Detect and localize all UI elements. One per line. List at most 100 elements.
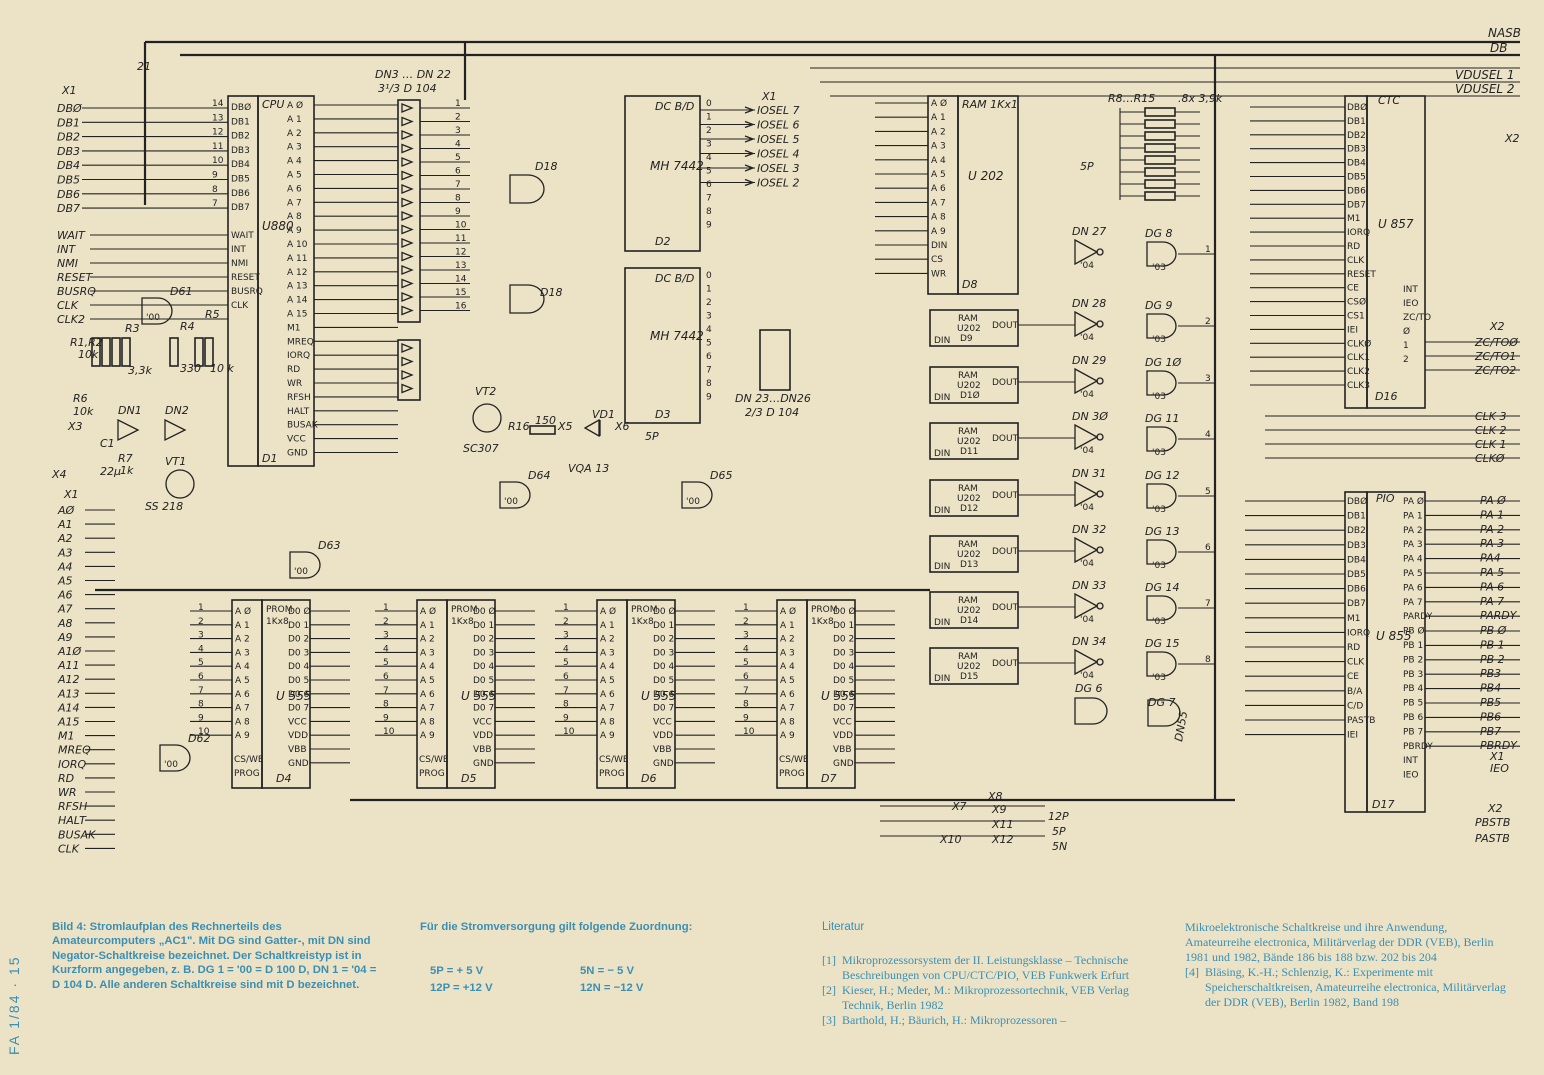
driver-triangle: [401, 383, 414, 394]
prom-addr-pin: A 4: [780, 662, 795, 672]
driver-pin: 9: [455, 207, 461, 217]
literature-heading: Literatur: [822, 921, 865, 933]
nand-label: DG 12: [1145, 469, 1180, 482]
inverter-gate: [1074, 423, 1099, 451]
ctc-pin: RESET: [1347, 270, 1376, 280]
iosel-label: IOSEL 7: [757, 104, 799, 117]
inverter-bubble: [1096, 490, 1104, 498]
gate-code: '00: [146, 313, 160, 323]
cpu-addr-pin: HALT: [287, 407, 310, 417]
addr-label: BUSAK: [58, 828, 96, 841]
ram-dout: DOUT: [992, 659, 1019, 669]
pio-pin: DB6: [1347, 585, 1366, 595]
gate-d18b-label: D18: [540, 286, 562, 299]
prom-addr-pin: A 5: [420, 676, 435, 686]
prom-pin-num: 3: [743, 631, 749, 641]
addr-label: RD: [58, 772, 74, 785]
ram-pin: A 3: [931, 142, 946, 152]
prom-pin-num: 10: [383, 727, 395, 737]
power-x9: X9: [991, 803, 1007, 816]
ram-dout: DOUT: [992, 491, 1019, 501]
prom-data-pin: VDD: [653, 731, 673, 741]
ctrl-label: BUSRQ: [57, 285, 96, 298]
ram-pin: A 8: [931, 213, 946, 223]
vd1-label: VD1: [592, 408, 615, 421]
ram-pin: A 6: [931, 184, 946, 194]
inverter-label: DN 33: [1072, 579, 1106, 592]
vqa-label: VQA 13: [568, 462, 609, 475]
prom-addr-pin: A Ø: [420, 606, 436, 617]
signal-label: DB2: [57, 131, 80, 144]
ctc-pin: RD: [1347, 242, 1360, 252]
ctrl-label: CLK2: [57, 313, 85, 326]
decoder-d2: DC B/D MH 7442 D2: [624, 95, 704, 252]
prom-data-pin: D0 3: [473, 648, 494, 658]
driver-type: 3¹/3 D 104: [378, 82, 437, 95]
arrow-icon: [744, 120, 755, 129]
prom-data-pin: VCC: [653, 717, 672, 727]
prom-pin-num: 7: [198, 686, 204, 696]
pio-pin: IORQ: [1347, 628, 1370, 638]
ctc-pin: CLK3: [1347, 381, 1370, 391]
prom-addr-pin: A 1: [780, 621, 795, 631]
pio-right-pin: PA 5: [1403, 569, 1423, 579]
driver-pin: 11: [455, 234, 466, 244]
prom-prog: PROG: [779, 769, 805, 779]
pin-number: 10: [212, 156, 224, 166]
left-address-signals: AØA1A2A3A4A5A6A7A8A9A1ØA11A12A13A14A15M1…: [57, 504, 115, 855]
addr-label: A12: [57, 673, 80, 686]
ctc-pin: DB1: [1347, 117, 1366, 127]
prom-type: U 555: [276, 689, 312, 703]
pin-number: 8: [212, 185, 218, 195]
prom-pin-num: 8: [563, 700, 569, 710]
ram-chip: [929, 422, 1019, 460]
gate-code: '00: [686, 497, 700, 507]
iosel-label: IOSEL 6: [757, 119, 799, 132]
driver-triangle: [401, 116, 414, 127]
part-value: 1k: [120, 464, 134, 477]
prom-addr-pin: A 2: [780, 635, 795, 645]
prom-pin-num: 2: [743, 617, 749, 627]
prom-data-pin: D0 2: [473, 635, 494, 645]
pio-left-pins: DBØDB1DB2DB3DB4DB5DB6DB7M1IORQRDCLKCEB/A…: [1245, 496, 1375, 741]
nand-label: DG 13: [1145, 525, 1180, 538]
ram-pin: A 5: [931, 170, 946, 180]
ram-type: U202: [957, 437, 981, 447]
power-assignment: Für die Stromversorgung gilt folgende Zu…: [420, 920, 750, 995]
cpu-addr-pin: A 12: [287, 268, 307, 278]
inverter-code: '04: [1080, 615, 1094, 625]
prom-data-pin: GND: [473, 759, 494, 769]
cpu-addr-pin: WR: [287, 379, 302, 389]
driver-pin: 2: [455, 113, 461, 123]
ram-dout: DOUT: [992, 321, 1019, 331]
ram-title: RAM: [958, 652, 978, 662]
bus-label-vdusel2: VDUSEL 2: [1455, 82, 1515, 96]
inverter-bubble: [1096, 433, 1104, 441]
ram-ref: D14: [960, 616, 979, 626]
part-label: VT1: [165, 455, 186, 468]
ctrl-label: CLK: [57, 299, 79, 312]
driver-triangle: [401, 370, 414, 380]
ctc-pin: DB2: [1347, 131, 1366, 141]
gate-code: '00: [294, 567, 308, 577]
ram-ref: D13: [960, 560, 978, 570]
prom-addr-pin: A 2: [235, 635, 250, 645]
ram-pin: A Ø: [931, 98, 947, 109]
cpu-data-pin: DB7: [231, 203, 250, 213]
and-gate: [289, 551, 321, 579]
prom-addr-pin: A Ø: [235, 606, 251, 617]
addr-label: A13: [57, 687, 80, 700]
addr-label: A4: [57, 560, 73, 573]
pio-pin: DB7: [1347, 599, 1366, 609]
prom-data-pin: VBB: [473, 745, 492, 755]
bit-number: 7: [1205, 599, 1211, 609]
addr-label: A2: [57, 532, 73, 545]
power-x12: X12: [991, 833, 1014, 846]
addr-label: A11: [57, 659, 80, 672]
pio-right-pin: PA 6: [1403, 583, 1423, 593]
ram-chip: [929, 591, 1019, 629]
prom-pin-num: 10: [563, 727, 575, 737]
signal-label: DB1: [57, 116, 80, 129]
